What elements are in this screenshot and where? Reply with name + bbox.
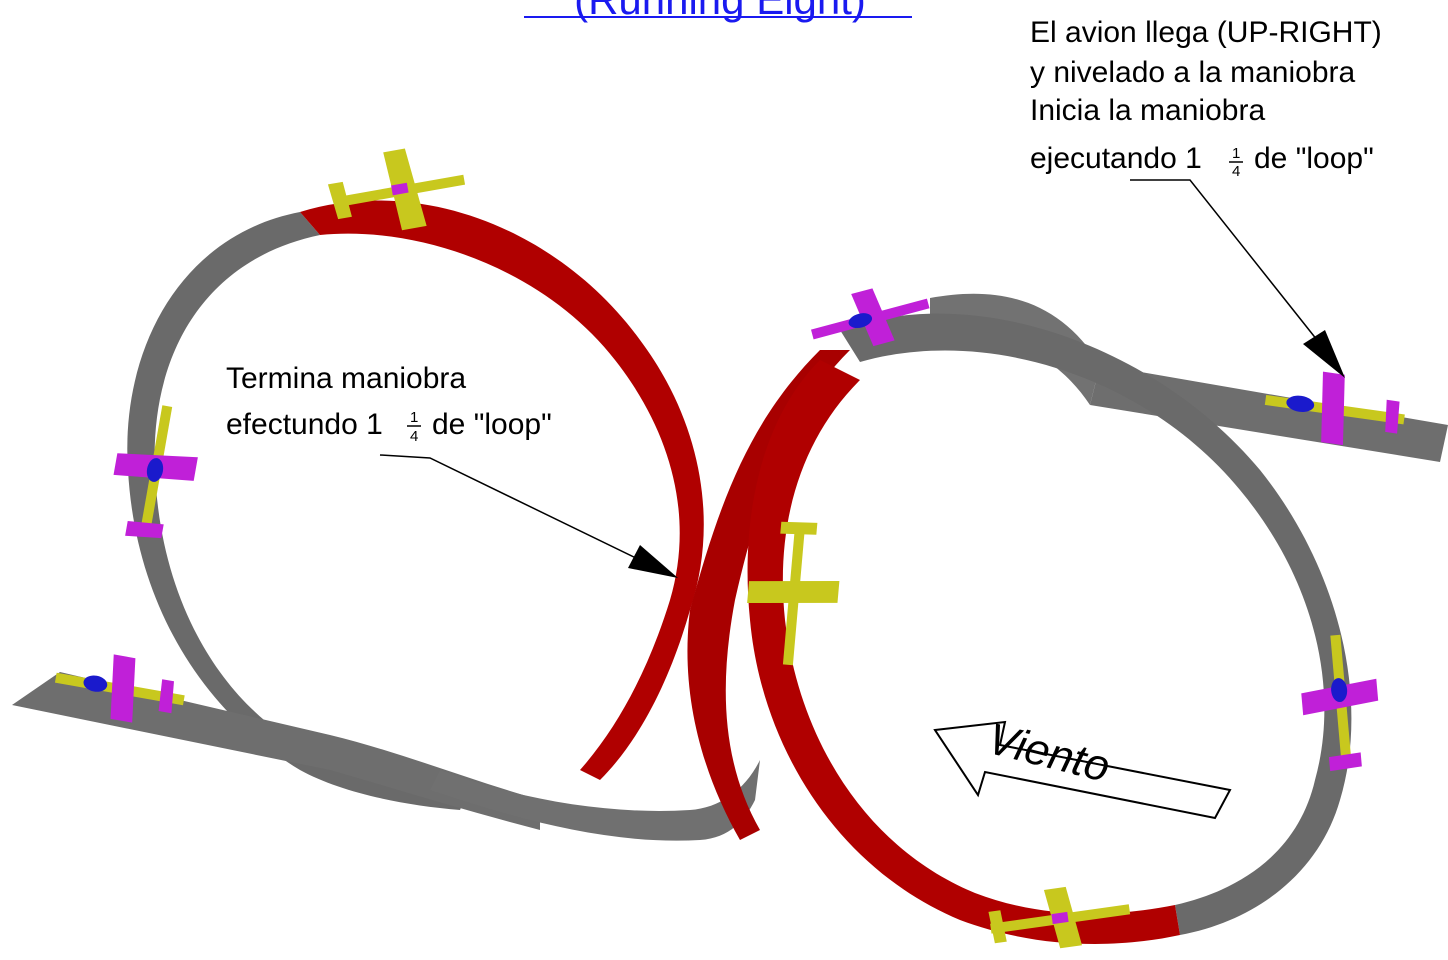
aircraft-icon (747, 521, 840, 666)
aircraft-icon (1301, 634, 1379, 772)
aircraft-icon (1264, 371, 1405, 446)
right-loop-back-ribbon (840, 313, 1352, 935)
leader-arrow-start (1130, 179, 1345, 378)
aircraft-icon (988, 886, 1131, 949)
aircraft-icon (113, 405, 198, 539)
left-loop-front-ribbon (300, 200, 704, 781)
end-note-line1: Termina maniobra (226, 362, 466, 395)
crossing-ribbon (430, 760, 760, 841)
end-note-line2-prefix: efectundo 1 (226, 408, 383, 441)
start-note-line1: El avion llega (UP-RIGHT) (1030, 16, 1382, 49)
start-note-fraction-num: 1 (1232, 145, 1240, 162)
diagram-title: (Running Eight) (574, 0, 866, 23)
entry-ribbon (1090, 365, 1448, 462)
start-note-line4-prefix: ejecutando 1 (1030, 142, 1202, 175)
exit-ribbon (12, 672, 540, 830)
right-loop-front-ribbon (747, 360, 1180, 945)
wind-arrow: Viento (933, 714, 1232, 820)
start-note-line3: Inicia la maniobra (1030, 94, 1265, 127)
end-note-fraction-den: 4 (410, 428, 418, 445)
end-note-fraction-num: 1 (410, 409, 418, 426)
leader-arrow-end (379, 454, 678, 578)
aircraft-icon (54, 654, 185, 723)
end-note-line2-suffix: de "loop" (432, 408, 552, 441)
start-note-line2: y nivelado a la maniobra (1030, 56, 1356, 89)
aircraft-icon (811, 288, 930, 347)
start-note-line4-suffix: de "loop" (1254, 142, 1374, 175)
start-note-fraction-den: 4 (1232, 163, 1240, 180)
aircraft-icon (327, 148, 466, 231)
